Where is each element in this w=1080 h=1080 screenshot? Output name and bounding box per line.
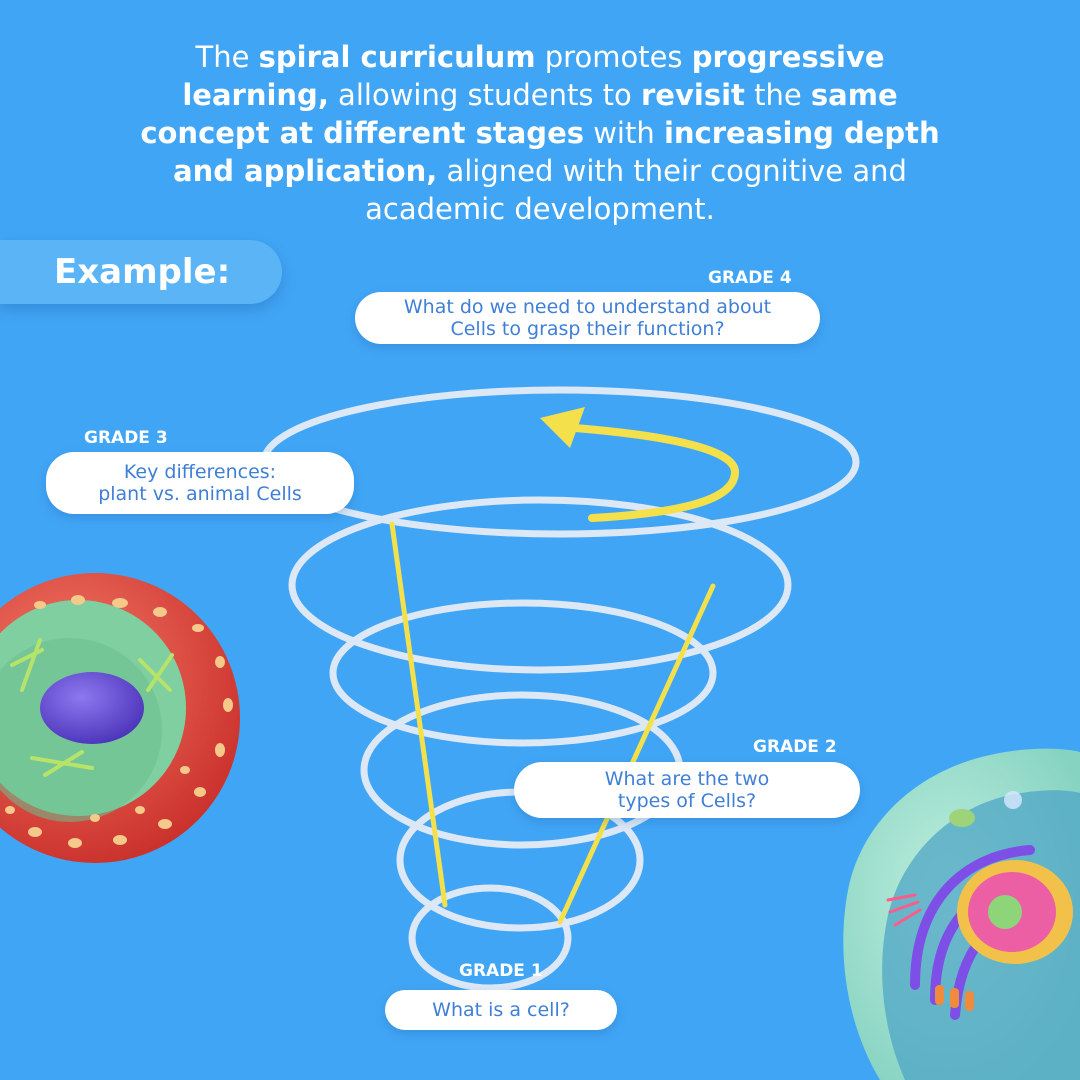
grade-3-question-line-2: plant vs. animal Cells [98, 483, 302, 505]
grade-4-label: GRADE 4 [708, 268, 792, 288]
headline-line-1: The spiral curriculum promotes progressi… [195, 40, 885, 74]
headline: The spiral curriculum promotes progressi… [100, 38, 980, 228]
spiral-ring-1 [408, 884, 572, 992]
spiral-ring-5 [288, 496, 792, 674]
plant-cell-vacuole [1004, 791, 1022, 809]
plant-cell-illustration [843, 748, 1080, 1080]
support-line-left [389, 521, 448, 908]
grade-1-label: GRADE 1 [459, 961, 543, 981]
grade-2-question-line-2: types of Cells? [617, 790, 757, 812]
plant-cell-vesicles [935, 985, 974, 1011]
centriole-marks [10, 638, 174, 777]
support-lines [389, 521, 716, 925]
grade-3-question-line-1: Key differences: [123, 461, 277, 483]
headline-line-4: and application, aligned with their cogn… [173, 154, 907, 188]
grade-1-question-bubble: What is a cell? [385, 990, 617, 1030]
headline-line-5: academic development. [365, 192, 715, 226]
grade-3-label: GRADE 3 [84, 428, 168, 448]
example-label: Example: [54, 252, 231, 292]
plant-cell-chloroplast [949, 809, 975, 827]
support-line-right [557, 583, 716, 925]
grade-2-question-bubble: What are the two types of Cells? [514, 762, 860, 818]
plant-cell-nucleolus [988, 895, 1022, 929]
grade-1-question-line-1: What is a cell? [432, 999, 570, 1021]
organelle-spots [5, 595, 233, 848]
spiral-ring-6 [260, 386, 860, 538]
plant-cell-flagella [886, 893, 922, 927]
spiral [260, 386, 860, 992]
grade-2-label: GRADE 2 [753, 737, 837, 757]
grade-4-question-line-2: Cells to grasp their function? [450, 318, 725, 340]
grade-4-question-line-1: What do we need to understand about [403, 296, 772, 318]
curved-arrow-icon [540, 407, 740, 522]
headline-line-2: learning, allowing students to revisit t… [182, 78, 898, 112]
animal-cell-nucleus [40, 672, 144, 744]
example-pill: Example: [0, 240, 282, 304]
grade-2-question-line-1: What are the two [604, 768, 770, 790]
animal-cell-illustration [0, 573, 240, 863]
grade-4-question-bubble: What do we need to understand about Cell… [355, 292, 820, 344]
spiral-ring-4 [329, 599, 717, 747]
headline-line-3: concept at different stages with increas… [140, 116, 940, 150]
grade-3-question-bubble: Key differences: plant vs. animal Cells [46, 452, 354, 514]
